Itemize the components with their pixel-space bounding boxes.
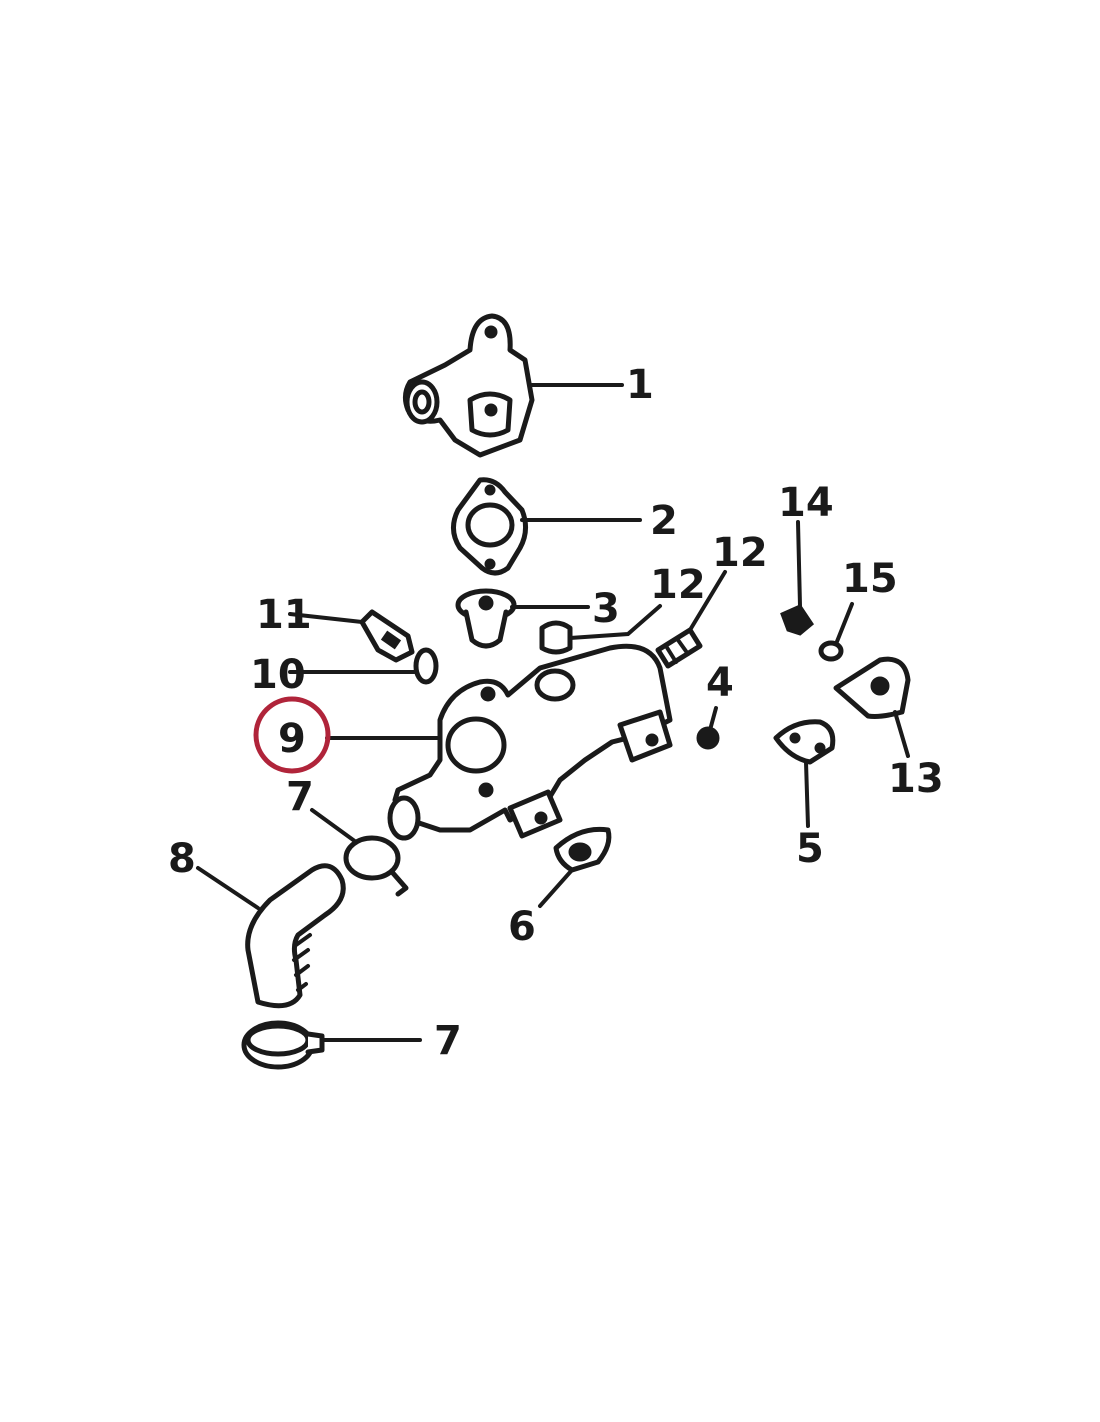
label-part-1: 1	[626, 362, 654, 408]
part-7-hose-clamp-upper	[343, 835, 409, 897]
part-1-thermostat-housing	[402, 313, 535, 458]
label-part-6: 6	[508, 904, 536, 950]
label-part-8: 8	[168, 836, 196, 882]
part-4-nut	[696, 726, 720, 750]
part-15-o-ring	[818, 640, 844, 662]
label-part-15: 15	[842, 556, 898, 602]
label-part-11: 11	[256, 592, 312, 638]
part-8-hose	[245, 863, 346, 1009]
highlight-ring	[253, 696, 331, 774]
part-12-threaded-insert	[655, 627, 703, 669]
part-6-gasket-plate	[553, 826, 612, 873]
label-part-13: 13	[888, 756, 944, 802]
part-13-cover-plate	[833, 656, 911, 719]
part-10-washer	[413, 647, 439, 685]
label-part-3: 3	[592, 586, 620, 632]
label-part-4: 4	[706, 660, 734, 706]
part-2-gasket	[451, 477, 528, 576]
part-14-bolt	[780, 604, 814, 636]
label-part-5: 5	[796, 826, 824, 872]
part-labels: 1 2 3 4 5 6 7 7 8 9 10 11 12 12 13 14 15	[168, 362, 944, 1064]
part-3-thermostat	[455, 588, 517, 649]
label-part-12-upper: 12	[650, 562, 706, 608]
part-5-blanking-plate	[773, 719, 836, 765]
part-12-plug-upper	[539, 620, 573, 655]
part-9-water-manifold	[387, 643, 673, 841]
label-part-9: 9	[278, 716, 306, 762]
label-part-12-lower: 12	[712, 530, 768, 576]
part-11-temperature-sensor	[359, 609, 415, 663]
label-part-2: 2	[650, 498, 678, 544]
label-part-7-upper: 7	[286, 774, 314, 820]
leader-lines	[196, 383, 910, 1042]
part-7-hose-clamp-lower	[241, 1020, 325, 1070]
label-part-14: 14	[778, 480, 834, 526]
label-part-10: 10	[250, 652, 306, 698]
label-part-7-lower: 7	[434, 1018, 462, 1064]
